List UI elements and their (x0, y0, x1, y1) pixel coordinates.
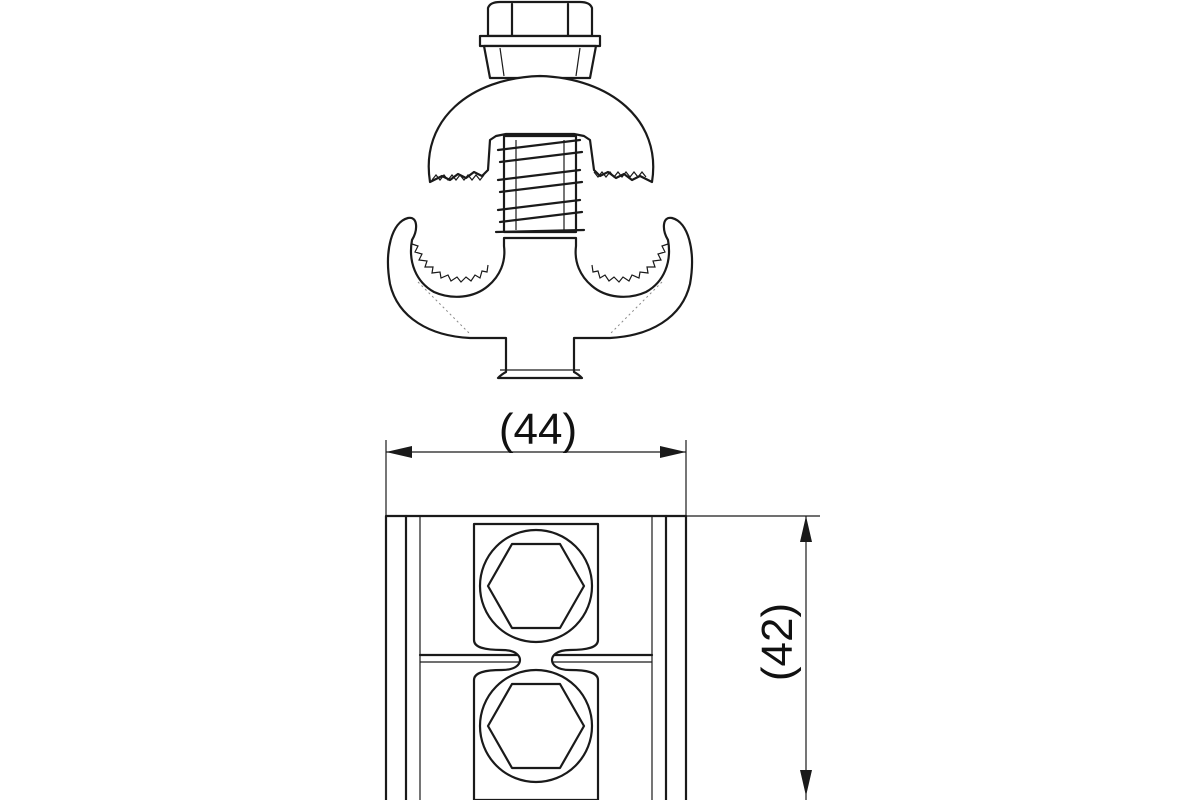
width-label: (44) (499, 405, 577, 454)
upper-bolt (478, 528, 594, 644)
width-dimension: (44) (385, 405, 687, 516)
bottom-arrowhead (800, 770, 812, 796)
hex-head (478, 0, 602, 80)
connector-plan-view (384, 514, 688, 800)
height-label: (42) (753, 603, 802, 681)
lower-jaw (386, 216, 694, 380)
lower-bolt (478, 668, 594, 784)
right-arrowhead (660, 446, 686, 458)
spring (494, 134, 586, 234)
upper-jaw (427, 74, 655, 184)
left-arrowhead (386, 446, 412, 458)
connector-side-view (386, 0, 694, 380)
height-dimension: (42) (686, 515, 820, 800)
top-arrowhead (800, 516, 812, 542)
